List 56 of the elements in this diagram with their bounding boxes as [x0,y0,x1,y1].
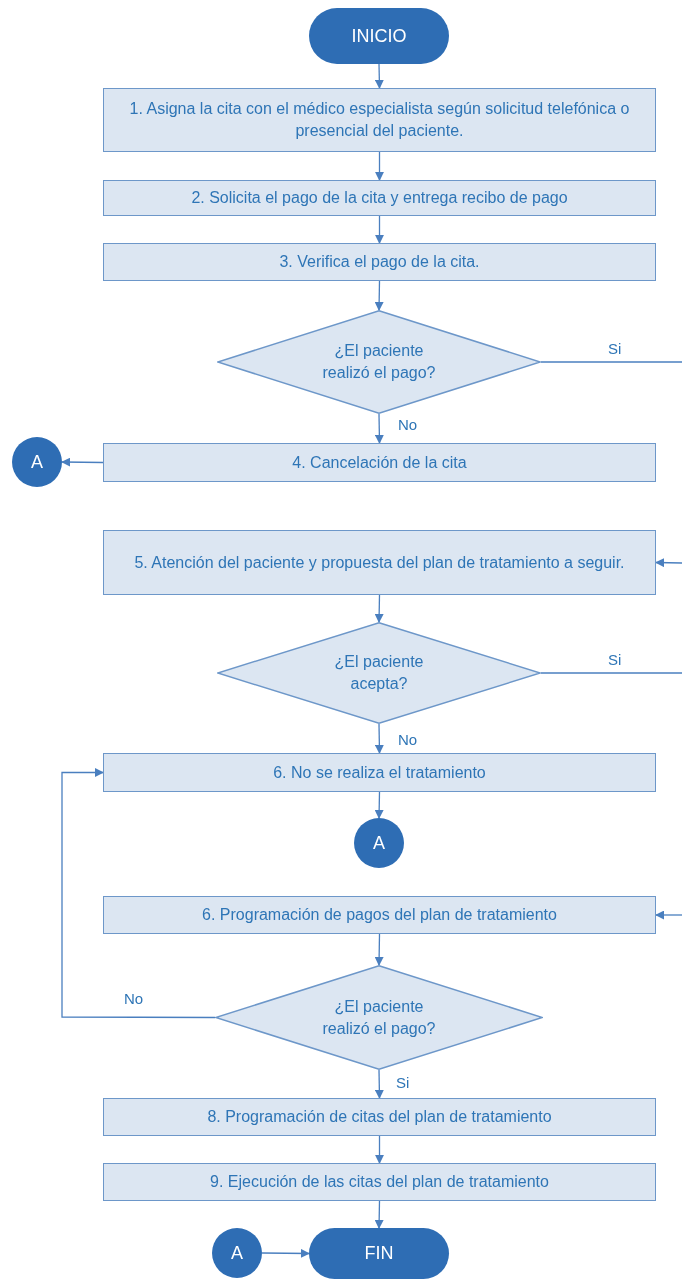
connector-line [540,361,682,363]
edge-label: Si [394,1074,412,1091]
node-text: INICIO [350,24,408,48]
node-text: A [372,831,386,855]
connector-circle [354,818,404,868]
edge-label: Si [606,340,624,357]
node-text: A [30,450,44,474]
node-text: 6. Programación de pagos del plan de tratamiento [201,905,558,926]
process-box [103,180,656,216]
node-text: 1. Asigna la cita con el médico especialista según solicitud telefónica o presencial del paciente. [128,99,631,141]
node-text: 3. Verifica el pago de la cita. [278,252,481,273]
arrow [375,215,384,244]
node-text: ¿El paciente realizó el pago? [321,996,437,1039]
process-box [103,88,656,152]
process-box [103,1163,656,1201]
edge-label: Si [606,651,624,668]
process-box [103,243,656,281]
node-text: ¿El paciente realizó el pago? [321,341,437,383]
arrow [261,1248,310,1258]
arrow [374,1069,384,1099]
decision-diamond [217,622,541,724]
arrow [655,910,682,920]
arrow [374,933,384,966]
arrow [374,280,384,311]
node-text: 9. Ejecución de las citas del plan de tratamiento [209,1172,550,1193]
connector-circle [212,1228,262,1278]
process-box [103,753,656,792]
connector-circle [12,437,62,487]
arrow [61,457,104,467]
arrow [374,594,384,623]
node-text: FIN [363,1242,395,1266]
arrow [374,1200,384,1229]
decision-diamond [215,965,543,1070]
process-box [103,443,656,482]
node-text: 4. Cancelación de la cita [291,452,468,473]
arrow [375,1135,384,1164]
node-text: A [230,1241,244,1265]
arrow [374,413,384,444]
arrow [374,723,384,754]
arrow [374,63,384,89]
process-box [103,530,656,595]
node-text: 8. Programación de citas del plan de tratamiento [206,1107,553,1128]
connector-line [540,672,682,674]
arrow [61,768,216,1019]
arrow [655,558,682,568]
terminal-pill [309,8,449,64]
node-text: ¿El paciente acepta? [333,652,425,694]
node-text: 6. No se realiza el tratamiento [272,762,487,783]
process-box [103,896,656,934]
node-text: 2. Solicita el pago de la cita y entrega recibo de pago [190,188,569,209]
decision-diamond [217,310,541,414]
node-text: 5. Atención del paciente y propuesta del plan de tratamiento a seguir. [133,552,626,573]
terminal-pill [309,1228,449,1279]
arrow [374,791,384,819]
process-box [103,1098,656,1136]
arrow [375,151,384,181]
